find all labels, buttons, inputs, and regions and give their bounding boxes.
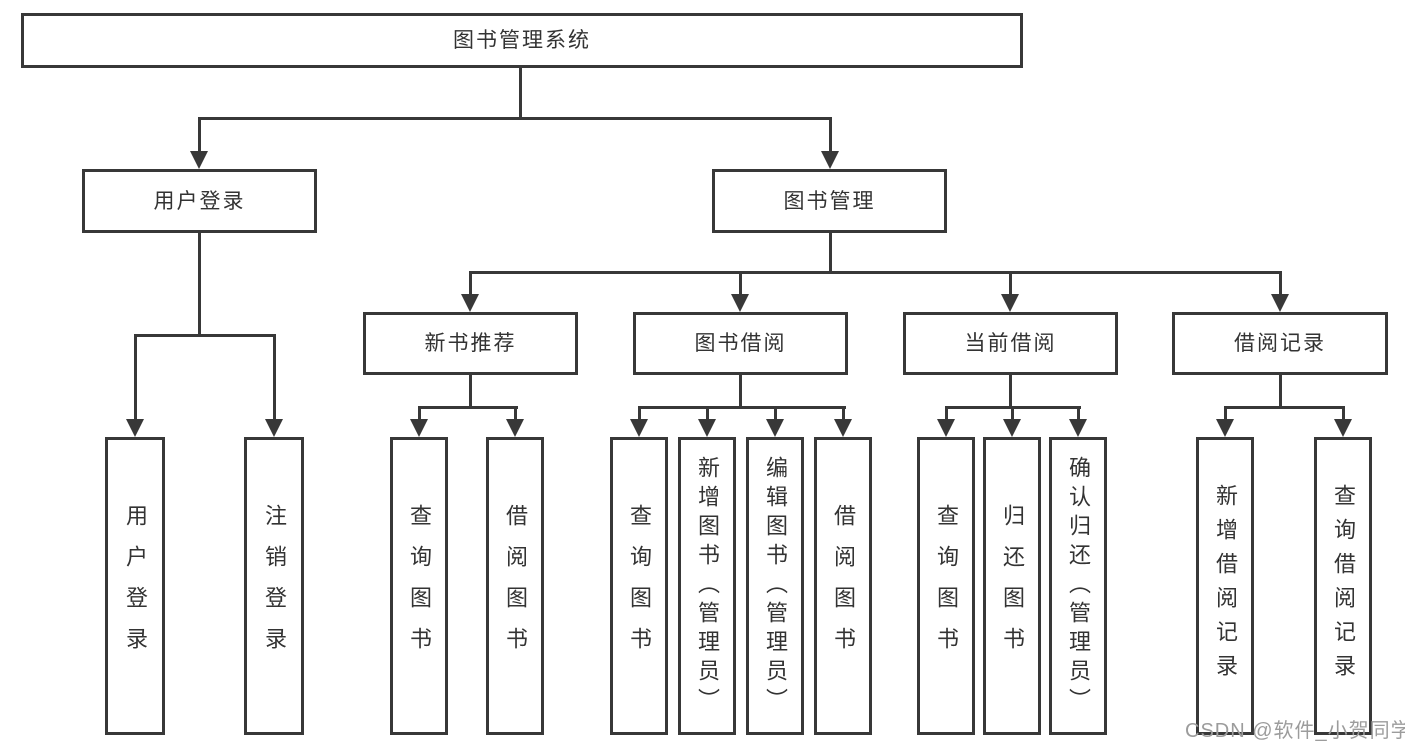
connector-stub [1009,271,1012,296]
connector-stub [842,406,845,421]
connector-stub [739,271,742,296]
connector-level2-hline [469,271,1282,274]
connector-stub [1224,406,1227,421]
connector-stem [1279,375,1282,409]
connector-hline [638,406,846,409]
arrowhead-down-icon [506,419,524,437]
arrowhead-down-icon [1334,419,1352,437]
connector-stem [739,375,742,409]
connector-hline [418,406,518,409]
arrowhead-down-icon [1216,419,1234,437]
leaf-bb-query-books: 查询图书 [610,437,668,735]
leaf-cb-query-books: 查询图书 [917,437,975,735]
connector-stem [1009,375,1012,409]
connector-stub [945,406,948,421]
connector-root-stem [519,68,522,119]
connector-stub [1342,406,1345,421]
connector-stub [418,406,421,421]
connector-stub [273,334,276,420]
arrowhead-down-icon [126,419,144,437]
leaf-br-add-record: 新增借阅记录 [1196,437,1254,735]
arrowhead-down-icon [190,151,208,169]
node-book-borrowing: 图书借阅 [633,312,848,375]
node-book-management: 图书管理 [712,169,947,233]
leaf-nbr-borrow-books: 借阅图书 [486,437,544,735]
arrowhead-down-icon [821,151,839,169]
leaf-br-query-record: 查询借阅记录 [1314,437,1372,735]
connector-stub [638,406,641,421]
connector-stub [1279,271,1282,296]
connector-stub [1077,406,1080,421]
connector-stub [469,271,472,296]
leaf-bb-add-books-admin: 新增图书（管理员） [678,437,736,735]
arrowhead-down-icon [630,419,648,437]
leaf-nbr-query-books: 查询图书 [390,437,448,735]
node-current-borrowing: 当前借阅 [903,312,1118,375]
arrowhead-down-icon [1271,294,1289,312]
arrowhead-down-icon [1001,294,1019,312]
arrowhead-down-icon [461,294,479,312]
connector-stub [134,334,137,420]
node-borrowing-records: 借阅记录 [1172,312,1388,375]
arrowhead-down-icon [410,419,428,437]
watermark: CSDN @软件_小贺同学 [1185,720,1405,742]
connector-stub [1011,406,1014,421]
connector-hline [1224,406,1345,409]
connector-stub [514,406,517,421]
arrowhead-down-icon [1003,419,1021,437]
connector-level1-hline [198,117,832,120]
connector-hline [134,334,276,337]
connector-stem [829,233,832,274]
leaf-cb-return-books: 归还图书 [983,437,1041,735]
arrowhead-down-icon [1069,419,1087,437]
leaf-user-login: 用户登录 [105,437,165,735]
leaf-bb-borrow-books: 借阅图书 [814,437,872,735]
leaf-bb-edit-books-admin: 编辑图书（管理员） [746,437,804,735]
node-user-login: 用户登录 [82,169,317,233]
arrowhead-down-icon [766,419,784,437]
arrowhead-down-icon [265,419,283,437]
connector-stub [198,117,201,153]
arrowhead-down-icon [834,419,852,437]
arrowhead-down-icon [698,419,716,437]
connector-stub [829,117,832,153]
connector-stub [706,406,709,421]
node-new-book-recommend: 新书推荐 [363,312,578,375]
leaf-cb-confirm-return-admin: 确认归还（管理员） [1049,437,1107,735]
connector-stub [774,406,777,421]
connector-stem [469,375,472,409]
connector-stem [198,233,201,337]
leaf-logout: 注销登录 [244,437,304,735]
node-system-root: 图书管理系统 [21,13,1023,68]
arrowhead-down-icon [937,419,955,437]
arrowhead-down-icon [731,294,749,312]
